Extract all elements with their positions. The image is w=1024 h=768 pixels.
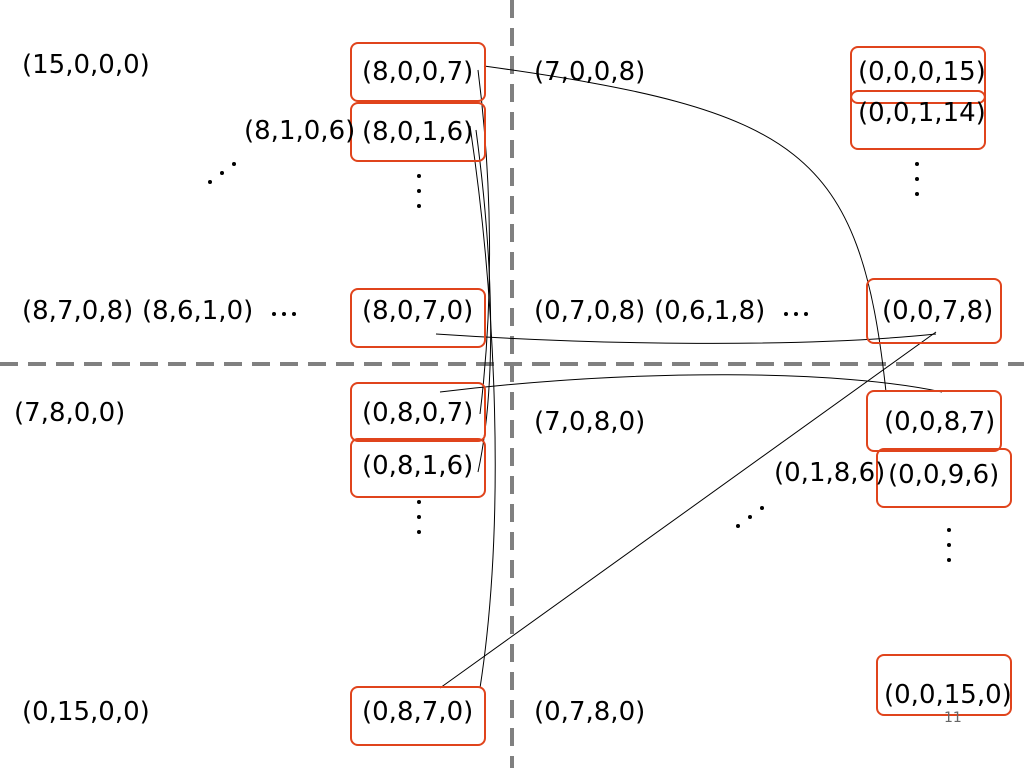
- label-0186: (0,1,8,6): [774, 458, 886, 488]
- label-8610: (8,6,1,0): [142, 296, 254, 326]
- label-8007: (8,0,0,7): [362, 57, 474, 87]
- label-8708: (8,7,0,8): [22, 296, 134, 326]
- label-8070: (8,0,7,0): [362, 296, 474, 326]
- label-0618: (0,6,1,8): [654, 296, 766, 326]
- vertical-ellipsis-q3: [414, 500, 424, 534]
- horizontal-ellipsis-q2: [784, 312, 808, 316]
- box-0870: [350, 686, 486, 746]
- label-00114: (0,0,1,14): [858, 98, 986, 128]
- box-8070: [350, 288, 486, 348]
- box-00114: [850, 90, 986, 150]
- label-00015: (0,0,0,15): [858, 57, 986, 87]
- box-8007: [350, 42, 486, 102]
- connector-8007-to-0807: [477, 69, 491, 415]
- box-0096: [876, 448, 1012, 508]
- label-0096: (0,0,9,6): [888, 460, 1000, 490]
- connector-0807-to-0087: [439, 374, 943, 393]
- label-0780: (0,7,8,0): [534, 697, 646, 727]
- vertical-ellipsis-q2: [912, 162, 922, 196]
- diagonal-ellipsis-q1: [208, 160, 238, 184]
- label-15000: (15,0,0,0): [22, 50, 150, 80]
- box-0816: [350, 438, 486, 498]
- label-0708: (0,7,0,8): [534, 296, 646, 326]
- label-0870: (0,8,7,0): [362, 697, 474, 727]
- connector-0870-to-0078: [439, 331, 937, 689]
- horizontal-ellipsis-q1: [272, 312, 296, 316]
- box-00150: [876, 654, 1012, 716]
- label-01500: (0,15,0,0): [22, 697, 150, 727]
- vertical-ellipsis-q1: [414, 174, 424, 208]
- connector-8016-to-0870: [469, 125, 496, 689]
- label-0087: (0,0,8,7): [884, 407, 996, 437]
- box-0087: [866, 390, 1002, 452]
- diagonal-ellipsis-q4: [736, 504, 766, 528]
- label-7008: (7,0,0,8): [534, 57, 646, 87]
- label-0078: (0,0,7,8): [882, 296, 994, 326]
- vertical-ellipsis-q4: [944, 528, 954, 562]
- box-8016: [350, 102, 486, 162]
- label-00150: (0,0,15,0): [884, 680, 1012, 710]
- page-number: 11: [944, 710, 962, 726]
- label-7800: (7,8,0,0): [14, 398, 126, 428]
- label-8106: (8,1,0,6): [244, 116, 356, 146]
- label-7080: (7,0,8,0): [534, 407, 646, 437]
- box-0807: [350, 382, 486, 442]
- box-00015: [850, 46, 986, 104]
- connector-8070-to-0078: [435, 333, 937, 344]
- label-8016: (8,0,1,6): [362, 117, 474, 147]
- label-0816: (0,8,1,6): [362, 451, 474, 481]
- connector-8007-to-0087: [483, 65, 887, 393]
- box-0078: [866, 278, 1002, 344]
- label-0807: (0,8,0,7): [362, 398, 474, 428]
